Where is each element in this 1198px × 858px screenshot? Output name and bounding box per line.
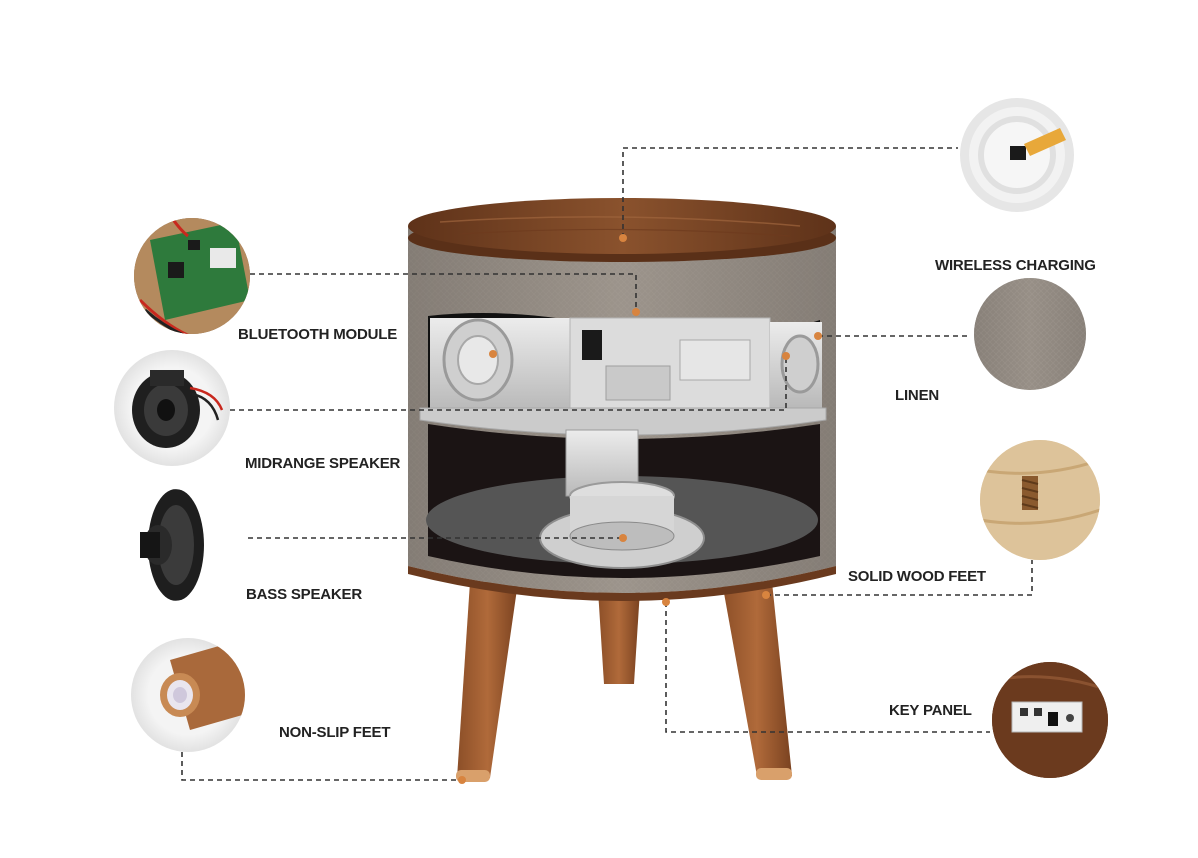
label-linen: LINEN xyxy=(895,387,940,404)
bluetooth-module-thumbnail xyxy=(134,218,250,334)
back-leg xyxy=(598,590,640,684)
label-bluetooth-module: BLUETOOTH MODULE xyxy=(238,326,398,343)
marker-dot xyxy=(458,776,466,784)
label-key-panel: KEY PANEL xyxy=(889,702,972,719)
leader-bluetooth-module xyxy=(250,273,637,312)
midrange-speaker-thumbnail xyxy=(114,350,230,466)
bottom-rim xyxy=(408,566,836,601)
marker-dot xyxy=(619,534,627,542)
marker-dots xyxy=(458,234,822,784)
marker-dot xyxy=(632,308,640,316)
solid-wood-feet-thumbnail xyxy=(980,440,1100,560)
marker-dot xyxy=(489,350,497,358)
leader-lines xyxy=(181,147,1033,781)
label-wireless-charging: WIRELESS CHARGING xyxy=(935,257,1096,274)
leader-solid-wood-feet xyxy=(766,560,1033,596)
front-right-leg xyxy=(722,582,792,776)
label-solid-wood-feet: SOLID WOOD FEET xyxy=(848,568,986,585)
marker-dot xyxy=(814,332,822,340)
front-left-leg xyxy=(457,582,518,778)
leader-wireless-charging xyxy=(622,147,958,238)
key-panel-thumbnail xyxy=(992,662,1108,778)
marker-dot xyxy=(619,234,627,242)
marker-dot xyxy=(762,591,770,599)
linen-thumbnail xyxy=(974,278,1086,390)
label-bass-speaker: BASS SPEAKER xyxy=(246,586,362,603)
label-midrange-speaker: MIDRANGE SPEAKER xyxy=(245,455,401,472)
tabletop xyxy=(408,198,836,254)
non-slip-feet-thumbnail xyxy=(131,638,245,752)
bass-speaker-thumbnail xyxy=(140,489,204,601)
side-table-illustration xyxy=(408,198,836,782)
marker-dot xyxy=(782,352,790,360)
leader-key-panel xyxy=(665,602,990,733)
label-non-slip-feet: NON-SLIP FEET xyxy=(279,724,391,741)
marker-dot xyxy=(662,598,670,606)
leg-cap xyxy=(756,768,792,780)
leader-non-slip-feet xyxy=(181,752,462,781)
wireless-charging-thumbnail xyxy=(960,98,1074,212)
